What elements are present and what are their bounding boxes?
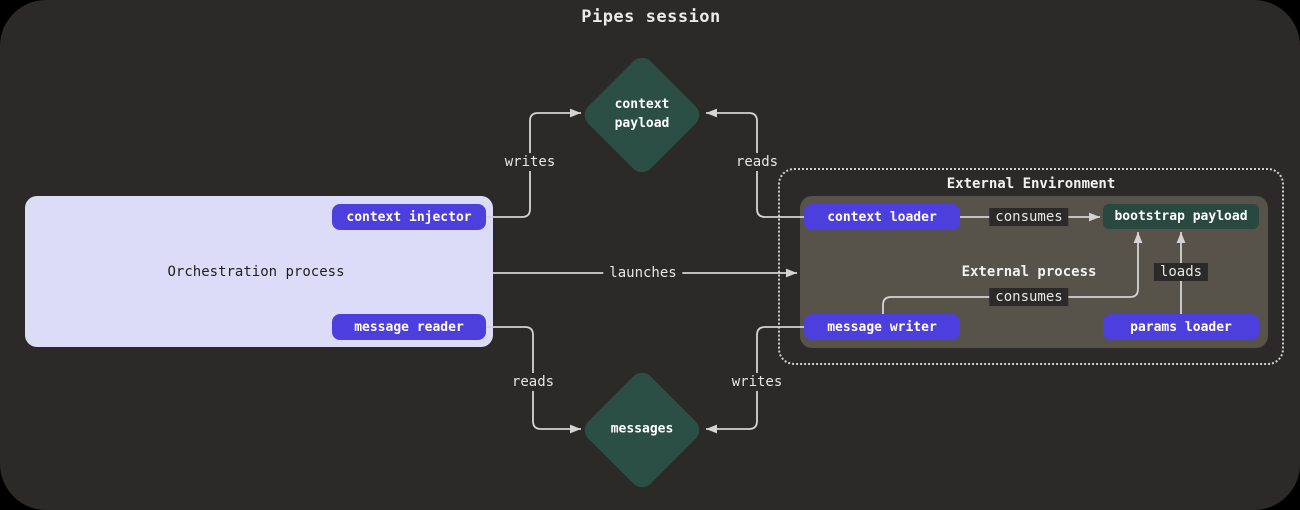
external-environment-panel — [778, 168, 1284, 365]
edge-label-consumes-top: consumes — [989, 208, 1069, 226]
edge-label-writes-bottom: writes — [725, 373, 789, 391]
edge-label-consumes-bottom: consumes — [989, 288, 1069, 306]
edge-label-loads: loads — [1153, 263, 1209, 281]
edge-label-writes-top: writes — [498, 153, 562, 171]
context-payload-label: context payload — [614, 97, 670, 131]
message-writer-node: message writer — [804, 314, 960, 340]
edge-label-launches: launches — [603, 264, 683, 282]
edge-label-reads-top: reads — [729, 153, 785, 171]
messages-label: messages — [610, 421, 674, 437]
message-reader-node: message reader — [332, 314, 486, 340]
bootstrap-payload-node: bootstrap payload — [1103, 204, 1259, 229]
orchestration-process-label: Orchestration process — [167, 264, 345, 280]
params-loader-node: params loader — [1103, 314, 1259, 340]
context-loader-node: context loader — [804, 204, 960, 230]
external-process-label: External process — [961, 264, 1097, 280]
edge-label-reads-bottom: reads — [505, 373, 561, 391]
page-title: Pipes session — [581, 7, 721, 27]
context-injector-node: context injector — [332, 204, 486, 230]
external-environment-label: External Environment — [946, 176, 1116, 192]
